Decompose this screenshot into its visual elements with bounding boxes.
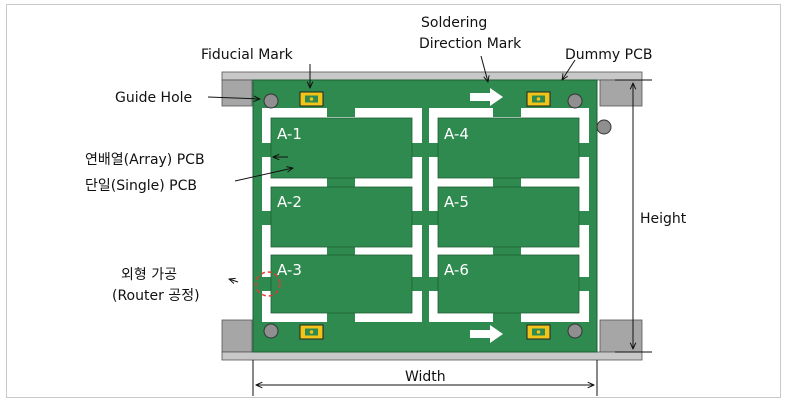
diagram-frame [6, 4, 781, 398]
height-label: Height [640, 211, 687, 227]
array-pcb-label: 연배열(Array) PCB [85, 152, 205, 168]
width-label: Width [405, 369, 446, 385]
fiducial-top-right-icon [526, 91, 551, 107]
board-a3 [270, 254, 413, 314]
board-a5 [437, 186, 580, 248]
dummy-leader-icon [562, 59, 576, 80]
fiducial-bottom-right-icon [526, 324, 551, 340]
board-label-a5: A-5 [444, 193, 469, 211]
soldering-direction-label-2: Direction Mark [419, 36, 522, 52]
guide-holes [263, 93, 612, 339]
guide-hole-top-right-icon [567, 93, 583, 109]
board-label-a4: A-4 [444, 125, 469, 143]
dummy-pcb-label: Dummy PCB [565, 47, 653, 63]
router-label-1: 외형 가공 [121, 267, 177, 283]
router-leader-icon [229, 279, 239, 282]
router-circle-icon [255, 271, 281, 297]
fiducial-marks [299, 91, 551, 340]
guide-hole-outside-icon [596, 119, 612, 135]
board-a2 [270, 186, 413, 248]
board-label-a2: A-2 [277, 193, 302, 211]
guide-hole-bottom-right-icon [567, 323, 583, 339]
board-a6 [437, 254, 580, 314]
guide-hole-label: Guide Hole [115, 90, 192, 106]
soldering-leader-icon [480, 55, 488, 82]
guide-hole-top-left-icon [263, 93, 279, 109]
guide-hole-bottom-left-icon [263, 323, 279, 339]
soldering-direction-arrows [470, 88, 503, 343]
dimension-lines [252, 79, 652, 396]
board-label-a3: A-3 [277, 261, 302, 279]
soldering-arrow-bottom-icon [470, 325, 503, 343]
leader-arrows [207, 55, 576, 282]
board-grid: A-1 A-2 A-3 A-4 A-5 A-6 [270, 117, 580, 314]
board-label-a6: A-6 [444, 261, 469, 279]
fiducial-top-left-icon [299, 91, 324, 107]
soldering-direction-label-1: Soldering [421, 15, 487, 31]
board-label-a1: A-1 [277, 125, 302, 143]
board-a1 [270, 117, 413, 179]
breakaway-tabs [262, 108, 589, 322]
fiducial-bottom-left-icon [299, 324, 324, 340]
single-pcb-label: 단일(Single) PCB [85, 178, 197, 194]
fiducial-mark-label: Fiducial Mark [201, 47, 294, 63]
board-a4 [437, 117, 580, 179]
soldering-arrow-top-icon [470, 88, 503, 106]
single-leader-icon [234, 168, 293, 182]
guide-hole-leader-icon [207, 97, 260, 99]
router-label-2: (Router 공정) [112, 288, 200, 304]
